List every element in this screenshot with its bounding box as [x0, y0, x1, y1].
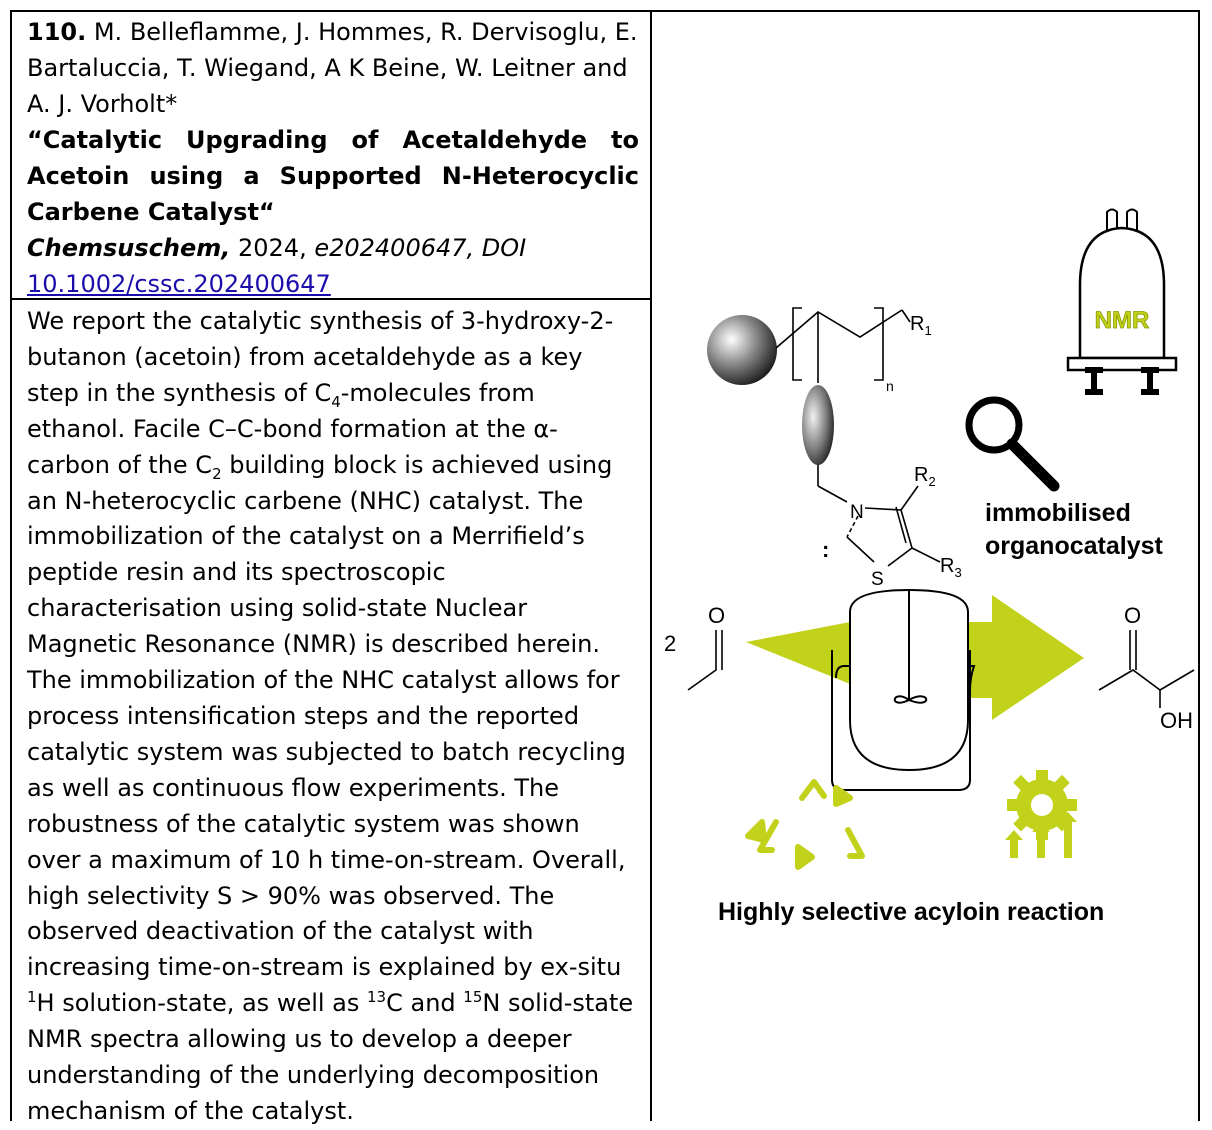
reaction-arrow-right: [965, 595, 1084, 720]
r2-label: R2: [914, 464, 936, 489]
row-divider: [10, 298, 652, 300]
acetaldehyde: [687, 630, 723, 691]
column-divider: [650, 10, 652, 1121]
thiazole-ring: [846, 485, 941, 567]
n-atom: N: [850, 502, 864, 523]
process-intensification-icon: [1005, 770, 1077, 858]
stoichiometry-2: 2: [664, 631, 676, 656]
nmr-label: NMR: [1095, 307, 1150, 334]
organocatalyst-label: organocatalyst: [985, 532, 1164, 560]
hydroxyl-label: OH: [1160, 708, 1193, 733]
recycle-icon: [745, 779, 865, 870]
abstract-text: We report the catalytic synthesis of 3-h…: [27, 307, 634, 1125]
s-atom: S: [871, 569, 884, 590]
reaction-arrow-left: [746, 622, 850, 684]
authors: 110. M. Belleflamme, J. Hommes, R. Dervi…: [27, 18, 638, 118]
graphical-abstract: R1 n N S : R2 R3 NMR immobilised organoc…: [664, 208, 1195, 926]
journal-name: Chemsuschem,: [27, 234, 231, 262]
r1-label: R1: [910, 313, 932, 338]
table-border: [10, 10, 1200, 1121]
nmr-magnet-icon: NMR: [1066, 208, 1178, 395]
reference-block: 110. M. Belleflamme, J. Hommes, R. Dervi…: [27, 14, 639, 302]
citation: Chemsuschem, 2024, e202400647, DOI: [27, 234, 527, 262]
acetaldehyde-oxygen: O: [708, 603, 725, 628]
reference-number: 110.: [27, 18, 87, 46]
magnifier-icon: [965, 396, 1060, 492]
graphic-caption: Highly selective acyloin reaction: [718, 898, 1104, 926]
polymer-backbone: [775, 307, 911, 503]
resin-bead: [707, 315, 777, 385]
doi-link[interactable]: 10.1002/cssc.202400647: [27, 270, 331, 298]
acetoin-product: [1098, 630, 1195, 708]
acetoin-carbonyl-oxygen: O: [1124, 603, 1141, 628]
reactor-icon: [831, 588, 976, 791]
carbene-dots: :: [822, 537, 829, 562]
r3-label: R3: [940, 555, 962, 580]
repeat-n-label: n: [886, 378, 894, 394]
linker-oval: [802, 385, 834, 465]
paper-title: “Catalytic Upgrading of Acetaldehyde to …: [27, 126, 639, 226]
immobilised-label: immobilised: [985, 499, 1131, 527]
